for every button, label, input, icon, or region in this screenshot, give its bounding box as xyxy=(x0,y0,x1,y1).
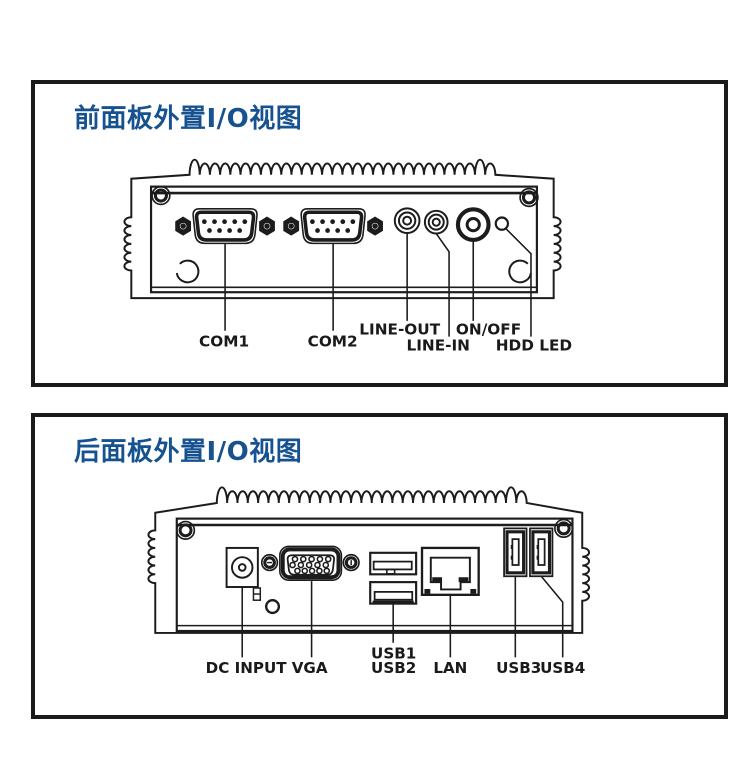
rear-label-usb1: USB1 xyxy=(371,644,416,662)
front-label-com2: COM2 xyxy=(308,332,358,350)
front-panel-title: 前面板外置I/O视图 xyxy=(74,104,303,134)
usb4-port xyxy=(528,526,555,578)
line-in-jack xyxy=(423,209,449,235)
rear-leader-lines xyxy=(241,575,564,658)
front-label-on-off: ON/OFF xyxy=(456,321,521,339)
front-label-com1: COM1 xyxy=(199,332,249,350)
front-leader-lines xyxy=(224,227,532,337)
rear-panel-section: 后面板外置I/O视图 xyxy=(31,413,728,719)
mounting-hole-left xyxy=(175,259,200,284)
front-screw-right-icon xyxy=(518,187,540,208)
rear-label-usb2: USB2 xyxy=(371,659,416,677)
front-faceplate xyxy=(149,185,538,294)
rear-chassis-outline xyxy=(147,486,591,634)
front-screw-left-icon xyxy=(150,185,172,206)
hdd-led-indicator xyxy=(494,216,510,231)
rear-panel-diagram: DC INPUT VGA USB1 USB2 LAN USB3 USB4 xyxy=(147,486,591,677)
rear-panel-title: 后面板外置I/O视图 xyxy=(74,437,303,467)
rear-screw-right-icon xyxy=(553,518,574,539)
usb1-port xyxy=(369,551,418,576)
rear-label-lan: LAN xyxy=(433,659,467,677)
rear-label-vga: VGA xyxy=(292,659,328,677)
front-label-hdd-led: HDD LED xyxy=(496,336,572,354)
mounting-hole-right xyxy=(508,259,532,284)
vga-post-right-icon xyxy=(342,553,360,572)
front-panel-section: 前面板外置I/O视图 xyxy=(31,80,728,387)
line-out-jack xyxy=(393,207,421,234)
dc-input-jack xyxy=(225,546,262,601)
front-panel-diagram: COM1 COM2 LINE-OUT LINE-IN ON/OFF HDD LE… xyxy=(123,158,572,354)
vga-post-left-icon xyxy=(260,553,279,572)
front-label-line-in: LINE-IN xyxy=(406,336,469,354)
com2-connector xyxy=(284,209,382,244)
front-chassis-outline xyxy=(123,158,562,300)
rear-label-usb3: USB3 xyxy=(496,659,541,677)
com1-connector xyxy=(176,209,274,244)
vga-connector xyxy=(260,545,360,581)
usb3-port xyxy=(502,526,529,578)
rear-screw-left-icon xyxy=(175,520,196,541)
rear-label-usb4: USB4 xyxy=(540,659,585,677)
rear-faceplate xyxy=(175,517,574,633)
rear-small-hole xyxy=(264,599,281,615)
rear-label-dc-input: DC INPUT xyxy=(206,659,288,677)
front-label-line-out: LINE-OUT xyxy=(359,321,440,339)
usb2-port xyxy=(369,581,418,605)
power-button xyxy=(455,207,491,242)
lan-port xyxy=(420,546,480,596)
